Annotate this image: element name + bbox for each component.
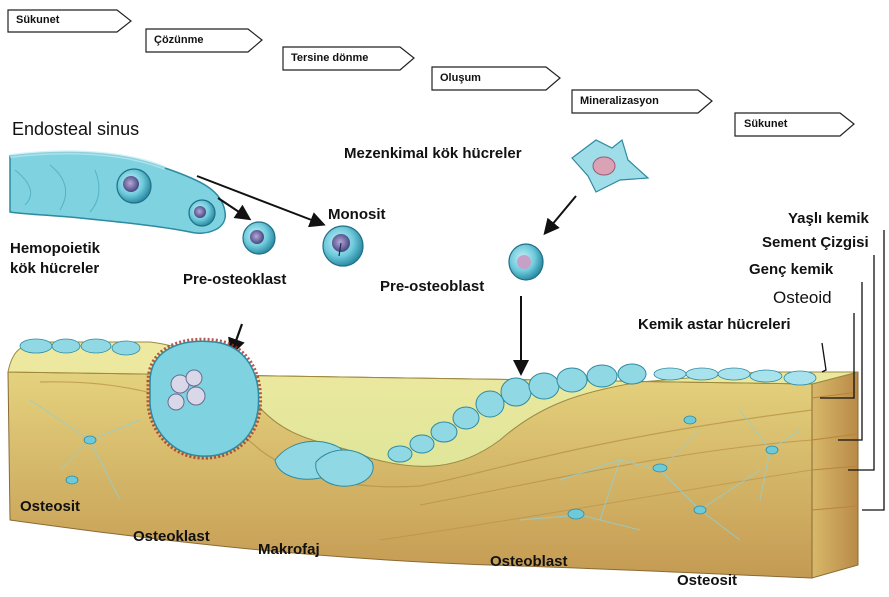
label-osteoid: Osteoid (773, 288, 832, 308)
phase-label-3: Tersine dönme (291, 52, 368, 64)
label-pre-osteoclast: Pre-osteoklast (183, 271, 286, 288)
pre-osteoclast-cells (243, 222, 275, 254)
pre-osteoblast-cell (509, 244, 543, 280)
label-hemopoietic-2: kök hücreler (10, 260, 99, 277)
mesenchymal-stem-cell (572, 140, 648, 192)
label-osteoclast: Osteoklast (133, 528, 210, 545)
phase-label-5: Mineralizasyon (580, 95, 659, 107)
label-macrophage: Makrofaj (258, 541, 320, 558)
phase-label-4: Oluşum (440, 72, 481, 84)
label-monocyte: Monosit (328, 206, 386, 223)
label-osteoblast: Osteoblast (490, 553, 568, 570)
label-pre-osteoblast: Pre-osteoblast (380, 278, 484, 295)
phase-label-6: Sükunet (744, 118, 787, 130)
monocyte-cell (323, 226, 363, 266)
phase-arrows (8, 10, 854, 136)
label-endosteal-sinus: Endosteal sinus (12, 119, 139, 140)
label-lining-cells: Kemik astar hücreleri (638, 316, 791, 333)
endosteal-sinus-tube (10, 152, 225, 233)
label-cement-line: Sement Çizgisi (762, 234, 869, 251)
phase-label-1: Sükunet (16, 14, 59, 26)
label-mesenchymal: Mezenkimal kök hücreler (344, 145, 522, 162)
osteoclast-cell (150, 341, 259, 456)
label-old-bone: Yaşlı kemik (788, 210, 869, 227)
label-hemopoietic-1: Hemopoietik (10, 240, 100, 257)
label-osteocyte-right: Osteosit (677, 572, 737, 589)
label-osteocyte-left: Osteosit (20, 498, 80, 515)
arrow-mesenchymal-to-preosteoblast (546, 196, 576, 232)
label-young-bone: Genç kemik (749, 261, 833, 278)
phase-label-2: Çözünme (154, 34, 204, 46)
